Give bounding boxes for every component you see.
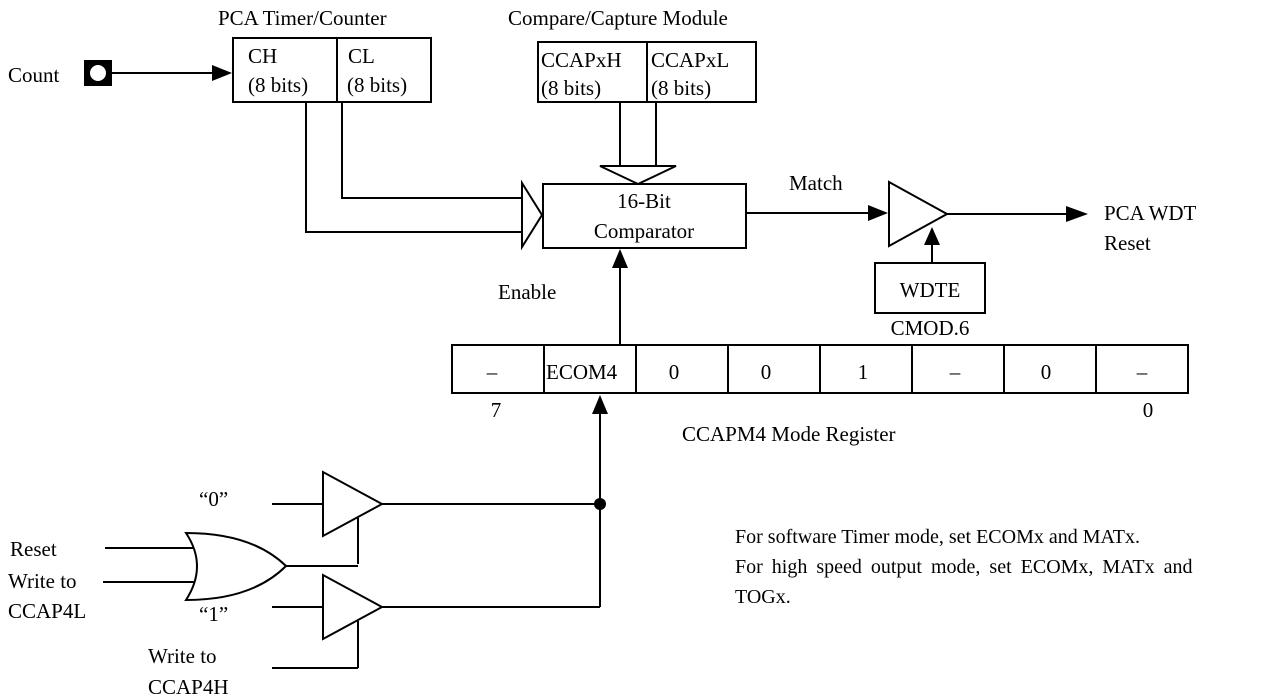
register-bit-2: – (949, 360, 961, 384)
reset-label: Reset (10, 537, 57, 561)
timer-ch-name: CH (248, 44, 277, 68)
match-label: Match (789, 171, 843, 195)
capture-high-bits: (8 bits) (541, 76, 601, 100)
capture-title: Compare/Capture Module (508, 6, 728, 30)
output-label-line1: PCA WDT (1104, 201, 1197, 225)
timer-bus-arrow-icon (521, 179, 544, 251)
write-l-label-line2: CCAP4L (8, 599, 86, 623)
write-l-label-line1: Write to (8, 569, 77, 593)
note-line2: For high speed output mode, set ECOMx, M… (735, 556, 1193, 578)
timer-ch-bits: (8 bits) (248, 73, 308, 97)
timer-box (232, 37, 432, 103)
wdte-label: WDTE (900, 278, 961, 302)
wdte-arrow-icon (924, 227, 940, 245)
register-bit-6: ECOM4 (546, 360, 618, 384)
wdte-box (874, 262, 986, 314)
wdt-output-arrow-icon (1066, 206, 1088, 222)
note-line1: For software Timer mode, set ECOMx and M… (735, 526, 1140, 548)
enable-label: Enable (498, 280, 556, 304)
comparator-box (542, 183, 747, 249)
timer-title: PCA Timer/Counter (218, 6, 387, 30)
wdt-gate (888, 180, 950, 248)
zero-label: “0” (199, 487, 228, 511)
ecom4-arrow-icon (592, 395, 608, 414)
count-label: Count (8, 63, 60, 87)
register-bit-0: – (1136, 360, 1148, 384)
capture-bus-arrow-icon (599, 165, 677, 186)
timer-bus-inner (341, 102, 522, 199)
register-bit-4: 0 (761, 360, 772, 384)
register-bit-7: – (486, 360, 498, 384)
count-pin-hole-icon (90, 65, 106, 81)
count-arrow-icon (212, 65, 232, 81)
register-lsb-index: 0 (1143, 398, 1154, 422)
mode-register: – ECOM4 0 0 1 – 0 – (451, 344, 1189, 394)
write-h-label-line2: CCAP4H (148, 675, 229, 699)
register-name: CCAPM4 Mode Register (682, 422, 896, 446)
one-buffer (322, 573, 385, 641)
register-msb-index: 7 (491, 398, 502, 422)
match-arrow-icon (868, 205, 888, 221)
or-gate (184, 531, 288, 602)
wdte-source-label: CMOD.6 (891, 316, 970, 340)
capture-high-name: CCAPxH (541, 48, 622, 72)
comparator-label-line2: Comparator (594, 219, 694, 243)
timer-cl-bits: (8 bits) (347, 73, 407, 97)
timer-bus-outer (305, 102, 522, 233)
register-bit-1: 0 (1041, 360, 1052, 384)
note-line3: TOGx. (735, 586, 791, 608)
enable-arrow-icon (612, 249, 628, 268)
output-label-line2: Reset (1104, 231, 1151, 255)
register-bit-5: 0 (669, 360, 680, 384)
capture-low-name: CCAPxL (651, 48, 729, 72)
capture-low-bits: (8 bits) (651, 76, 711, 100)
zero-buffer (322, 470, 385, 538)
one-label: “1” (199, 602, 228, 626)
timer-cl-name: CL (348, 44, 375, 68)
write-h-label-line1: Write to (148, 644, 217, 668)
register-bit-3: 1 (858, 360, 869, 384)
comparator-label-line1: 16-Bit (617, 189, 671, 213)
